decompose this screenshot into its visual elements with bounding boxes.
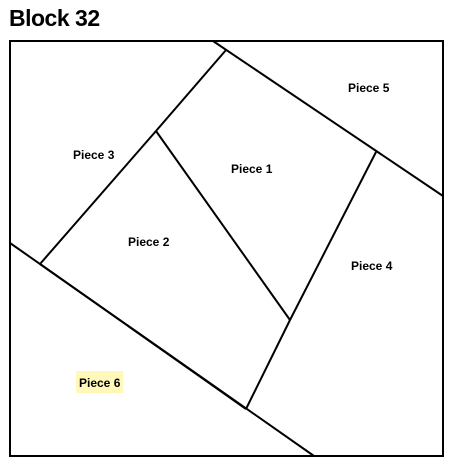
piece-3-label: Piece 3 (73, 148, 115, 162)
seam-piece4-left (245, 319, 291, 410)
seam-piece3-edge (39, 130, 157, 265)
piece-1-label: Piece 1 (231, 162, 273, 176)
piece-2-label: Piece 2 (128, 235, 170, 249)
seam-piece1-right (289, 151, 377, 321)
seam-piece5-top (212, 40, 444, 197)
piece-6-highlight (76, 371, 123, 393)
piece-6-label: Piece 6 (79, 376, 121, 390)
piece-4-label: Piece 4 (351, 259, 393, 273)
block-title: Block 32 (9, 5, 100, 31)
seam-piece2-bottom (39, 263, 247, 410)
seam-piece1-top (155, 49, 227, 132)
seam-piece1-piece2 (155, 130, 291, 321)
piece-5-label: Piece 5 (348, 81, 390, 95)
block-frame (9, 40, 444, 457)
